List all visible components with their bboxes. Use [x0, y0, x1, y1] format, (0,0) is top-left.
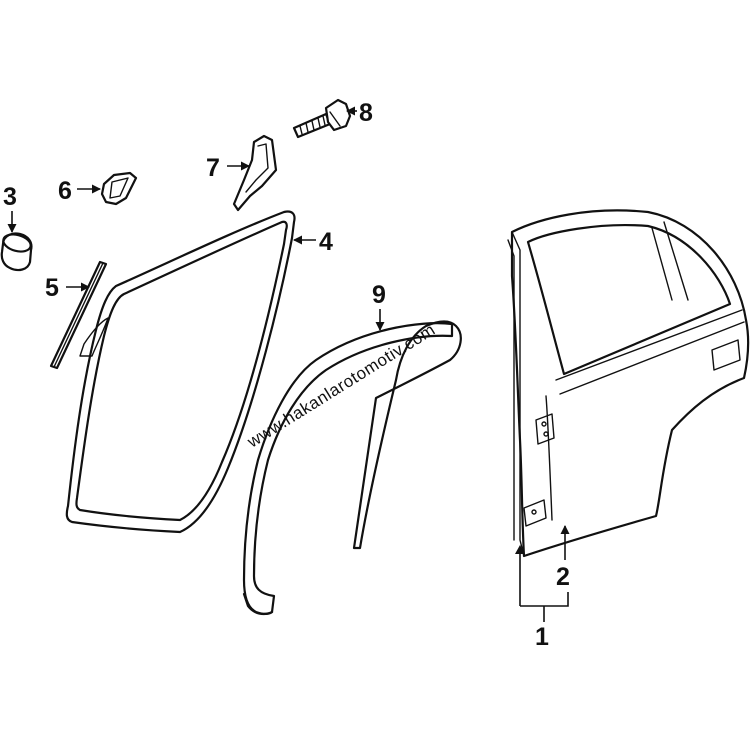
- leader-1-arrowhead: [515, 545, 525, 554]
- callout-3: 3: [3, 183, 17, 211]
- leader-1-bracket: [519, 548, 569, 622]
- callout-8: 8: [359, 99, 373, 127]
- callout-2: 2: [556, 563, 570, 591]
- part-3-bushing: [0, 232, 33, 272]
- callout-9: 9: [372, 281, 386, 309]
- watermark-text: www.hakanlarotomotiv.com: [243, 320, 438, 452]
- part-1-2-door: [507, 209, 750, 558]
- callout-4: 4: [319, 228, 333, 256]
- callout-7: 7: [206, 154, 220, 182]
- callout-5: 5: [45, 274, 59, 302]
- part-9-weatherstrip: [242, 320, 462, 616]
- callout-1: 1: [535, 623, 549, 651]
- part-6-clip: [100, 171, 138, 206]
- part-8-bolt: [292, 98, 352, 139]
- part-4-glass-run: [65, 210, 296, 534]
- callout-6: 6: [58, 177, 72, 205]
- part-5-strip: [49, 260, 108, 370]
- part-7-bracket: [232, 134, 278, 212]
